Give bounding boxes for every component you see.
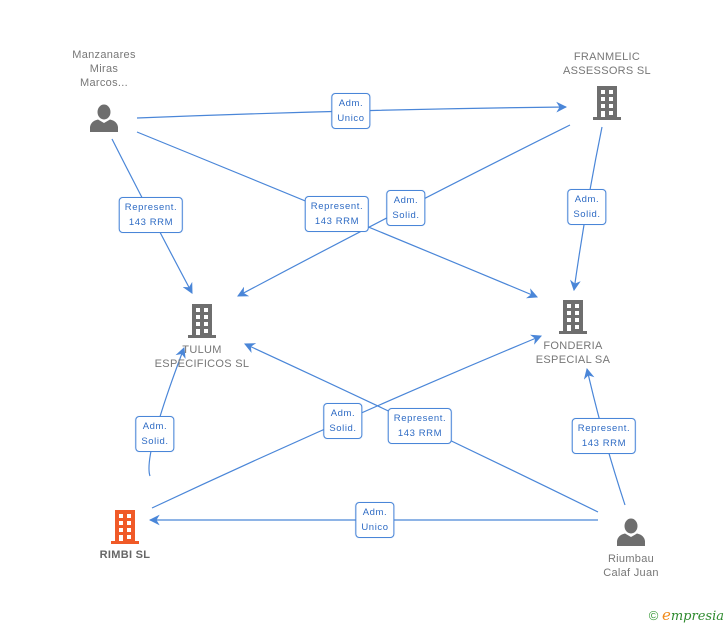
edge-label-line: Represent.	[124, 202, 178, 213]
edge-label-line: Represent.	[310, 201, 364, 212]
company-building-icon[interactable]	[188, 304, 216, 343]
edge-label-riumbau-fonderia[interactable]: Represent. 143 RRM	[571, 418, 637, 454]
edge-label-rimbi-tulum[interactable]: Adm. Solid.	[135, 416, 175, 452]
edge-label-line: Solid.	[329, 423, 357, 434]
edge-label-line: Adm.	[330, 408, 356, 419]
node-label-franmelic[interactable]: FRANMELIC ASSESSORS SL	[563, 50, 651, 78]
node-label-line: ASSESSORS SL	[563, 65, 651, 77]
edge-label-riumbau-rimbi[interactable]: Adm. Unico	[355, 502, 395, 538]
empresia-copyright[interactable]: © empresia	[649, 606, 724, 624]
node-label-fonderia[interactable]: FONDERIA ESPECIAL SA	[536, 339, 610, 367]
edge-label-line: Adm.	[393, 195, 419, 206]
company-building-icon[interactable]	[593, 86, 621, 125]
edge-label-line: 143 RRM	[397, 428, 443, 439]
edge-label-line: Unico	[337, 113, 365, 124]
node-label-line: Manzanares	[72, 49, 136, 61]
edge-label-franmelic-tulum[interactable]: Adm. Solid.	[386, 190, 426, 226]
edge-label-line: Solid.	[573, 209, 601, 220]
edge-label-rimbi-fonderia[interactable]: Adm. Solid.	[323, 403, 363, 439]
edge-label-line: 143 RRM	[581, 438, 627, 449]
edge-label-line: 143 RRM	[128, 217, 174, 228]
edge-label-line: Represent.	[577, 423, 631, 434]
copyright-icon: ©	[648, 608, 659, 623]
node-label-line: Riumbau	[607, 553, 655, 565]
node-label-tulum[interactable]: TULUM ESPECIFICOS SL	[155, 343, 250, 371]
node-label-line: Miras	[89, 63, 119, 75]
company-building-icon[interactable]	[559, 300, 587, 339]
node-label-line: ESPECIFICOS SL	[154, 358, 250, 370]
node-label-line: TULUM	[182, 344, 222, 356]
node-label-line: FONDERIA	[543, 340, 603, 352]
edge-label-manzanares-tulum[interactable]: Represent. 143 RRM	[118, 197, 184, 233]
edge-label-manzanares-fonderia[interactable]: Represent. 143 RRM	[304, 196, 370, 232]
node-label-line: FRANMELIC	[573, 51, 641, 63]
edge-label-manzanares-franmelic[interactable]: Adm. Unico	[331, 93, 371, 129]
edge-label-line: Adm.	[338, 98, 364, 109]
company-building-icon[interactable]	[111, 510, 139, 549]
edge-label-line: Adm.	[574, 194, 600, 205]
edge-label-line: Solid.	[141, 436, 169, 447]
edge-label-line: Represent.	[393, 413, 447, 424]
edge-label-line: Unico	[361, 522, 389, 533]
node-label-line: RIMBI SL	[99, 549, 151, 561]
node-label-line: ESPECIAL SA	[535, 354, 611, 366]
empresia-logo: empresia	[661, 606, 724, 624]
node-label-rimbi[interactable]: RIMBI SL	[100, 548, 151, 562]
edge-label-line: 143 RRM	[314, 216, 360, 227]
node-label-line: Calaf Juan	[603, 567, 659, 579]
person-icon[interactable]	[617, 518, 645, 551]
edge-label-line: Adm.	[142, 421, 168, 432]
person-icon[interactable]	[90, 104, 118, 137]
node-label-line: Marcos...	[80, 77, 128, 89]
edge-label-riumbau-tulum[interactable]: Represent. 143 RRM	[387, 408, 453, 444]
edge-label-line: Adm.	[362, 507, 388, 518]
edge-label-line: Solid.	[392, 210, 420, 221]
edge-label-franmelic-fonderia[interactable]: Adm. Solid.	[567, 189, 607, 225]
